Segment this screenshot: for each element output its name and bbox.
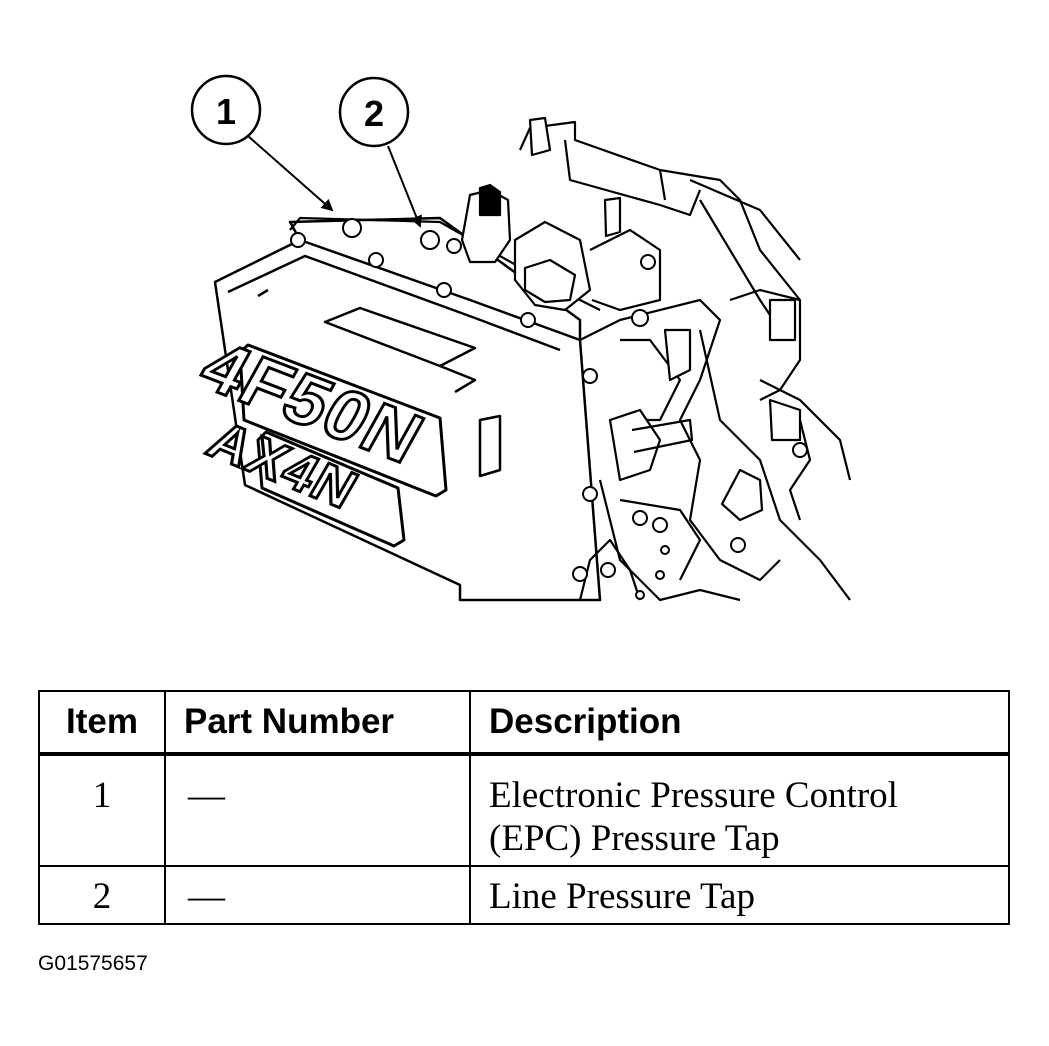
callout-1: 1 [190, 74, 334, 212]
description-line: (EPC) Pressure Tap [489, 818, 780, 859]
cell-description: Line Pressure Tap [469, 865, 1010, 925]
header-part-number: Part Number [164, 690, 471, 756]
table-header-row: Item Part Number Description [38, 690, 1010, 756]
callout-2: 2 [338, 76, 422, 228]
description-line: Electronic Pressure Control [489, 775, 898, 816]
header-item: Item [38, 690, 166, 756]
cell-description: Electronic Pressure Control (EPC) Pressu… [469, 753, 1010, 867]
cell-part-number: — [164, 753, 471, 867]
table-row: 2 — Line Pressure Tap [38, 865, 1010, 925]
parts-table: Item Part Number Description 1 — Electro… [38, 690, 1010, 925]
cell-item: 1 [38, 753, 166, 867]
callout-1-number: 1 [216, 91, 236, 132]
description-line: Line Pressure Tap [489, 876, 755, 917]
callout-1-leader [247, 135, 334, 212]
valve-body-assembly [289, 116, 852, 602]
cell-part-number: — [164, 865, 471, 925]
header-description: Description [469, 690, 1010, 756]
transmission-case [213, 216, 602, 602]
table-row: 1 — Electronic Pressure Control (EPC) Pr… [38, 753, 1010, 867]
cell-item: 2 [38, 865, 166, 925]
callout-2-number: 2 [364, 93, 384, 134]
callout-2-leader [387, 145, 422, 228]
figure-id: G01575657 [38, 952, 148, 975]
transmission-illustration: 1 2 4F50N AX4N [186, 74, 852, 602]
case-bolts [290, 218, 808, 600]
